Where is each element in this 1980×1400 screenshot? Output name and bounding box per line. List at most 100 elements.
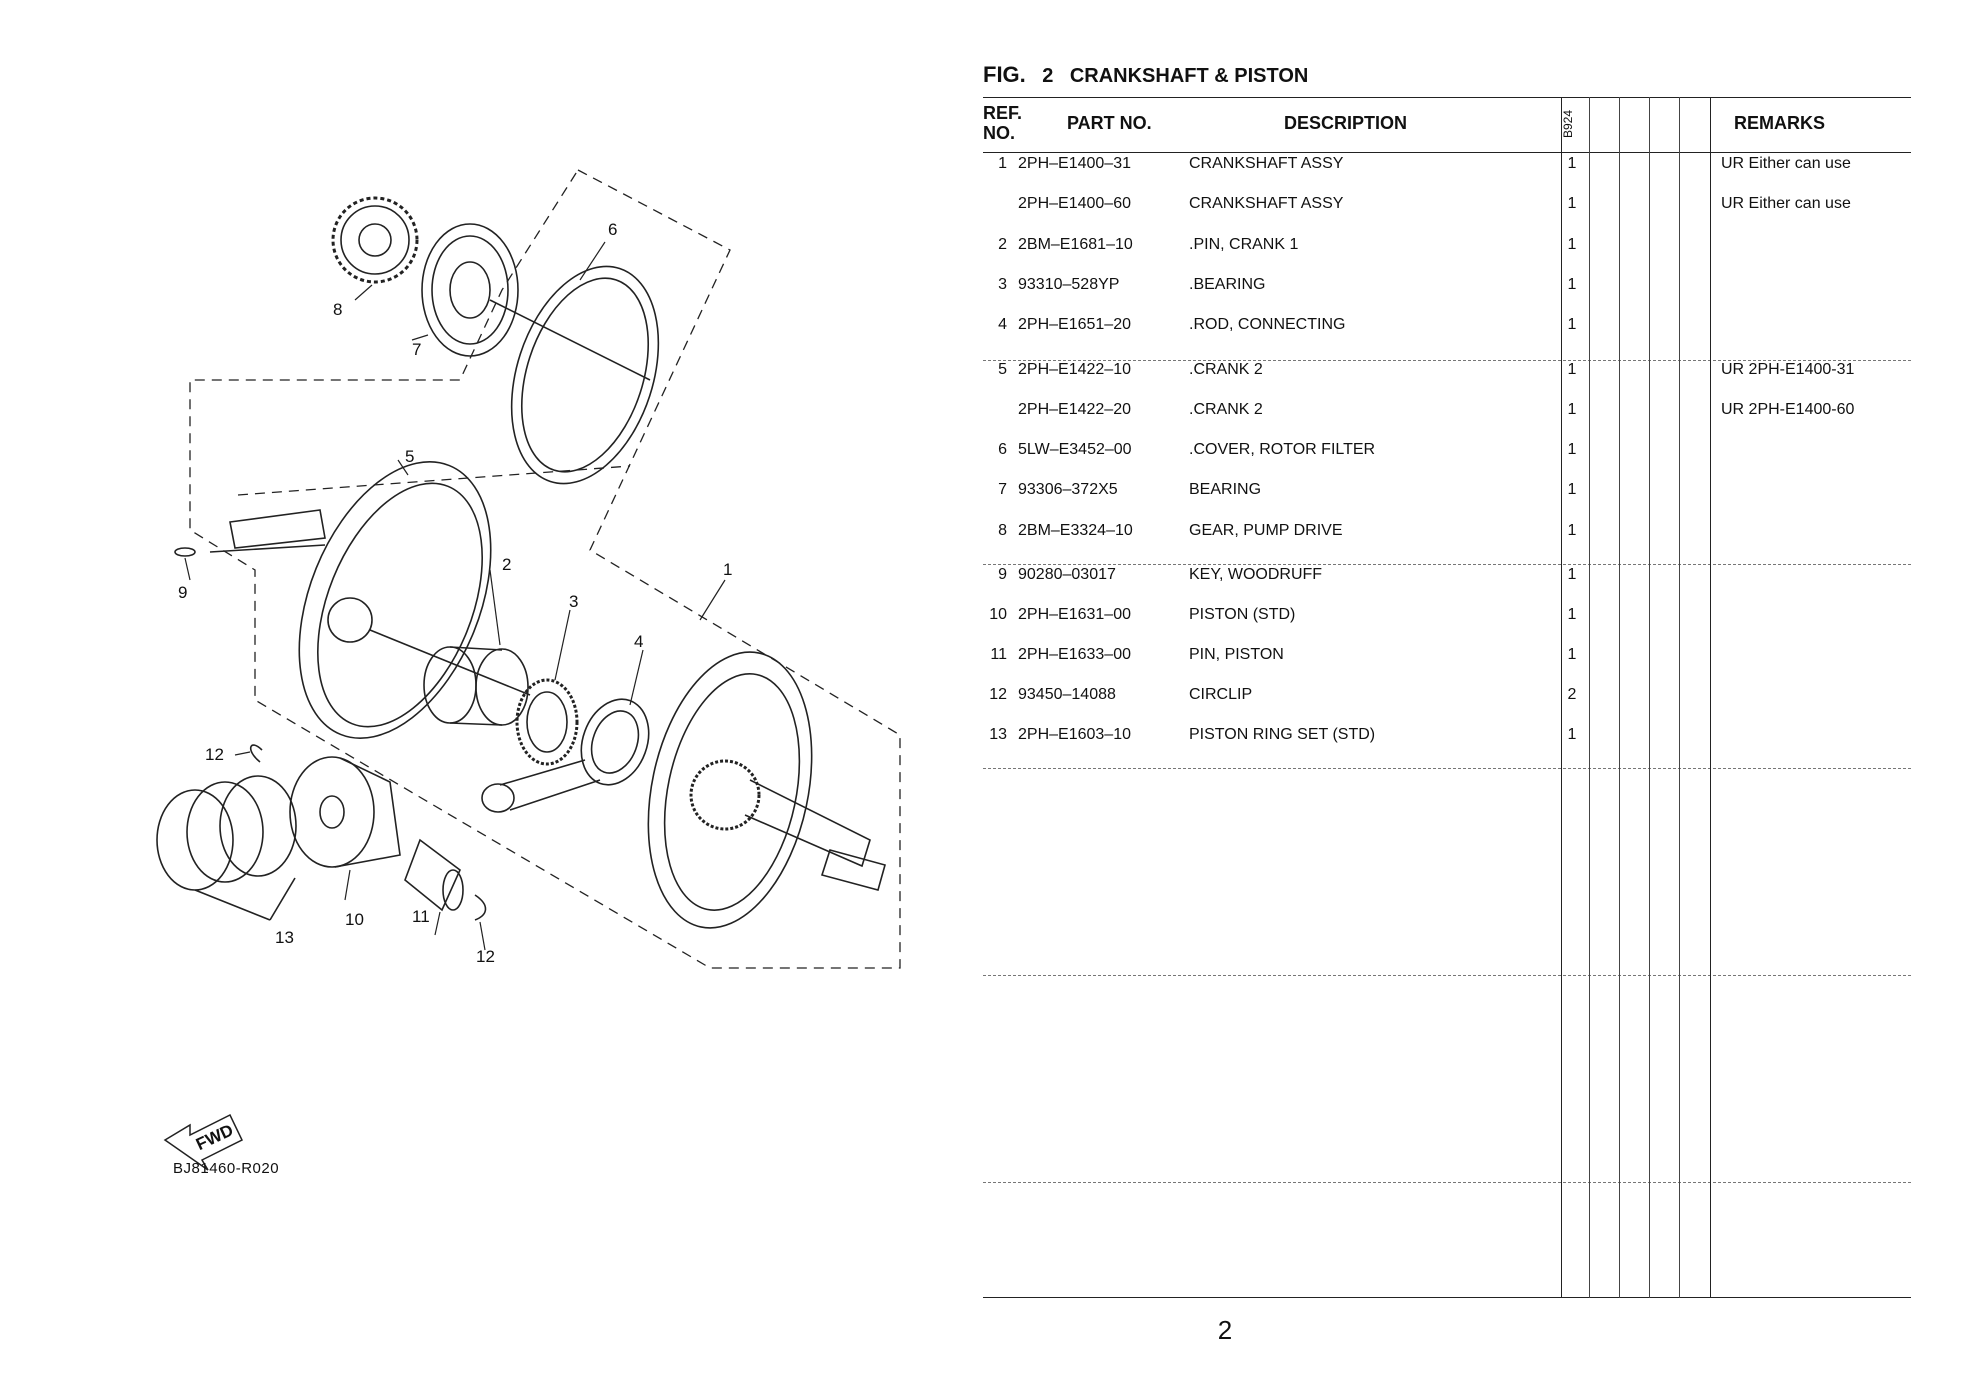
assembly-boundary <box>189 169 901 969</box>
bearing-7 <box>421 223 519 357</box>
ref-no-cell: 13 <box>989 726 1007 743</box>
part-no-cell: 2BM–E1681–10 <box>1018 236 1133 253</box>
callout-11: 11 <box>412 907 430 926</box>
group-divider <box>983 1182 1911 1183</box>
ref-no-cell: 10 <box>989 606 1007 623</box>
header-part-no: PART NO. <box>1067 113 1152 133</box>
quantity-cell: 1 <box>1567 316 1577 333</box>
ref-no-cell: 9 <box>998 566 1007 583</box>
pump-drive-gear <box>331 196 419 284</box>
piston-pin <box>404 838 464 912</box>
callout-7: 7 <box>412 340 421 359</box>
ref-no-cell: 12 <box>989 686 1007 703</box>
table-row: 2 2BM–E1681–10 .PIN, CRANK 1 1 <box>983 236 1911 260</box>
header-ref-no: REF. NO. <box>983 103 1023 143</box>
ref-no-cell: 4 <box>998 316 1007 333</box>
quantity-cell: 1 <box>1567 522 1577 539</box>
diagram-code: BJ81460-R020 <box>173 1160 280 1177</box>
quantity-cell: 1 <box>1567 441 1577 458</box>
part-no-cell: 2PH–E1422–10 <box>1018 361 1131 378</box>
fwd-arrow-icon <box>163 1113 243 1171</box>
crank-2 <box>209 461 492 739</box>
description-cell: .COVER, ROTOR FILTER <box>1189 441 1376 458</box>
callout-3: 3 <box>569 592 578 611</box>
quantity-cell: 1 <box>1567 236 1577 253</box>
callout-9: 9 <box>178 583 187 602</box>
table-bottom-rule <box>983 1297 1911 1298</box>
description-cell: .ROD, CONNECTING <box>1189 316 1346 333</box>
circlip-lower <box>474 894 487 921</box>
remarks-cell: UR Either can use <box>1721 155 1851 172</box>
part-no-cell: 2PH–E1400–60 <box>1018 195 1131 212</box>
quantity-cell: 2 <box>1567 686 1577 703</box>
part-no-cell: 93450–14088 <box>1018 686 1116 703</box>
table-top-rule <box>983 97 1911 98</box>
callout-2: 2 <box>502 555 511 574</box>
quantity-cell: 1 <box>1567 566 1577 583</box>
fwd-label: FWD <box>193 1120 236 1154</box>
ref-no-cell: 6 <box>998 441 1007 458</box>
description-cell: CRANKSHAFT ASSY <box>1189 155 1344 172</box>
description-cell: .BEARING <box>1189 276 1266 293</box>
quantity-cell: 1 <box>1567 361 1577 378</box>
group-divider <box>983 360 1911 361</box>
ref-no-cell: 2 <box>998 236 1007 253</box>
header-remarks: REMARKS <box>1734 113 1826 133</box>
description-cell: .CRANK 2 <box>1189 401 1263 418</box>
part-no-cell: 93310–528YP <box>1018 276 1120 293</box>
piston-ring-set <box>156 775 297 921</box>
table-row: 4 2PH–E1651–20 .ROD, CONNECTING 1 <box>983 316 1911 340</box>
column-divider <box>1649 97 1650 1298</box>
page-number: 2 <box>1217 1315 1233 1345</box>
remarks-cell: UR 2PH-E1400-31 <box>1721 361 1855 378</box>
callout-10: 10 <box>345 910 364 929</box>
quantity-cell: 1 <box>1567 276 1577 293</box>
figure-title: CRANKSHAFT & PISTON <box>1069 65 1309 87</box>
table-row: 1 2PH–E1400–31 CRANKSHAFT ASSY 1 UR Either c… <box>983 155 1911 179</box>
quantity-cell: 1 <box>1567 155 1577 172</box>
ref-no-cell: 7 <box>998 481 1007 498</box>
callout-5: 5 <box>405 447 414 466</box>
woodruff-key <box>174 547 196 557</box>
header-bottom-rule <box>983 152 1911 153</box>
column-divider <box>1619 97 1620 1298</box>
ref-no-cell: 11 <box>990 646 1007 663</box>
ref-no-cell: 1 <box>998 155 1007 172</box>
part-no-cell: 2PH–E1631–00 <box>1018 606 1131 623</box>
description-cell: BEARING <box>1189 481 1262 498</box>
piston <box>289 756 401 868</box>
column-divider <box>1710 97 1711 1298</box>
callout-4: 4 <box>634 632 643 651</box>
part-no-cell: 5LW–E3452–00 <box>1018 441 1132 458</box>
group-divider <box>983 768 1911 769</box>
description-cell: KEY, WOODRUFF <box>1189 566 1323 583</box>
description-cell: PISTON RING SET (STD) <box>1189 726 1376 743</box>
quantity-cell: 1 <box>1567 481 1577 498</box>
callout-12-upper: 12 <box>205 745 224 764</box>
remarks-cell: UR Either can use <box>1721 195 1851 212</box>
header-description: DESCRIPTION <box>1284 113 1408 133</box>
callout-1: 1 <box>723 560 732 579</box>
description-cell: .PIN, CRANK 1 <box>1189 236 1299 253</box>
description-cell: PIN, PISTON <box>1189 646 1284 663</box>
model-code-label: B924 <box>1561 109 1576 139</box>
quantity-cell: 1 <box>1567 195 1577 212</box>
group-divider <box>983 564 1911 565</box>
ref-no-cell: 8 <box>998 522 1007 539</box>
rotor-filter-cover <box>489 265 660 485</box>
part-no-cell: 2PH–E1400–31 <box>1018 155 1131 172</box>
callout-12-lower: 12 <box>476 947 495 966</box>
part-no-cell: 2PH–E1651–20 <box>1018 316 1131 333</box>
circlip-upper <box>250 744 263 763</box>
figure-number: 2 <box>1042 65 1054 87</box>
